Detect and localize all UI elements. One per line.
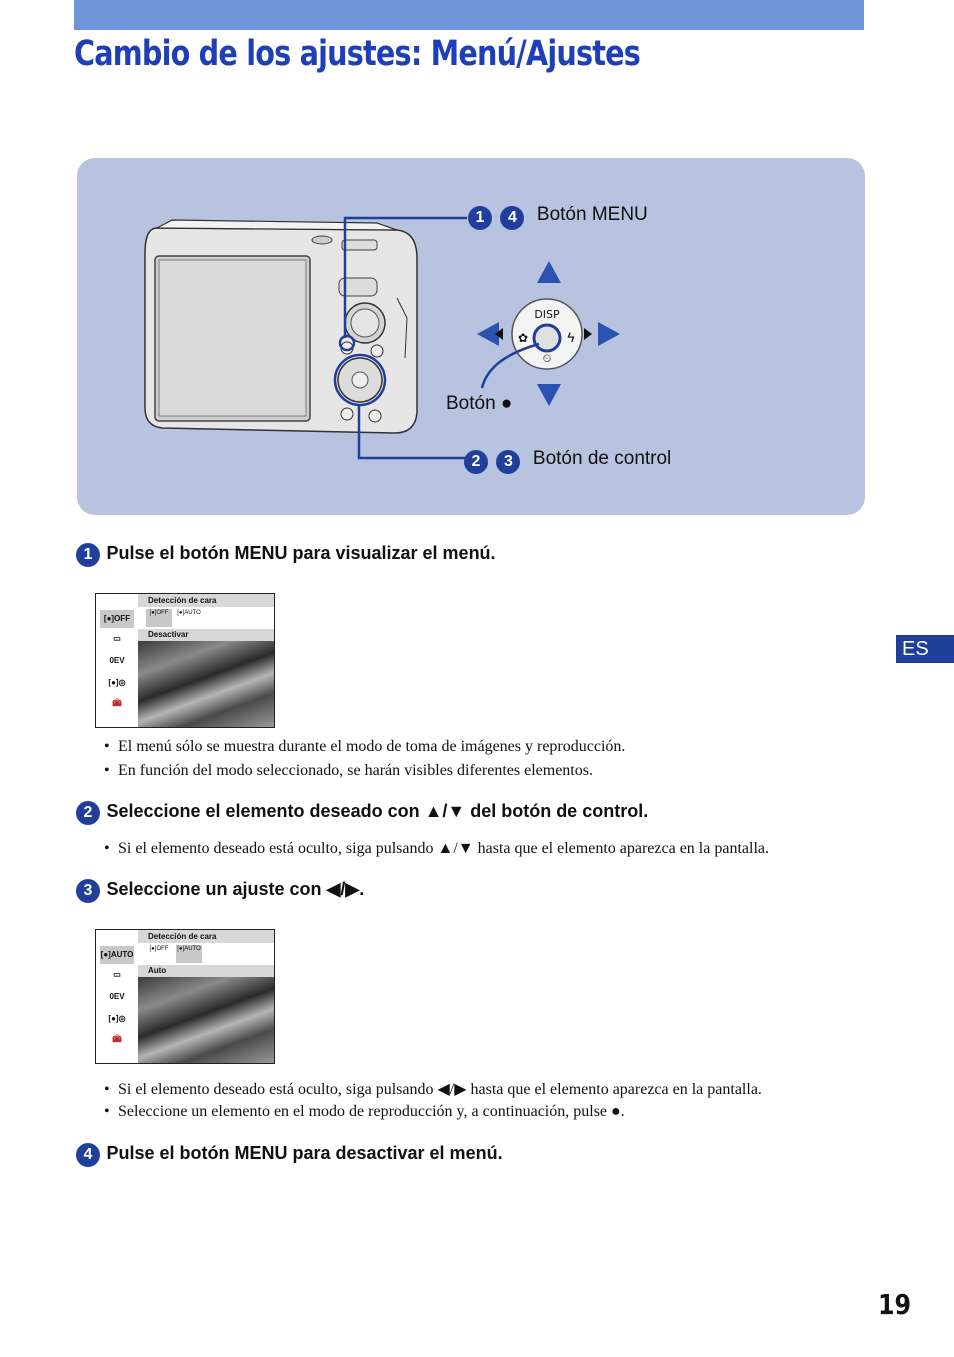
step-heading-text: Seleccione el elemento deseado con ▲/▼ d… <box>106 801 649 821</box>
bullet: •Si el elemento deseado está oculto, sig… <box>104 840 769 857</box>
step-2-heading: 2 Seleccione el elemento deseado con ▲/▼… <box>76 801 648 825</box>
menu-options: [●]OFF [●]AUTO <box>138 607 274 629</box>
menu-value: Desactivar <box>138 629 274 641</box>
step-1-heading: 1 Pulse el botón MENU para visualizar el… <box>76 543 496 567</box>
option-auto: [●]AUTO <box>176 945 202 963</box>
step-heading-text: Seleccione un ajuste con ◀/▶. <box>106 879 365 899</box>
face-detection-icon: [●]OFF <box>100 610 134 628</box>
face-detection-icon: [●]AUTO <box>100 946 134 964</box>
callout-control: 2 3 Botón de control <box>464 448 671 474</box>
step-badge: 1 <box>76 543 100 567</box>
image-size-icon: ▭ <box>113 970 121 979</box>
option-auto: [●]AUTO <box>177 610 201 616</box>
callout-menu: 1 4 Botón MENU <box>468 204 648 230</box>
menu-screen-3: [●]AUTO ▭ 0EV [●]◎ 🧰 Detección de cara [… <box>95 929 275 1064</box>
step-badge: 3 <box>76 879 100 903</box>
control-button-label: Botón de control <box>532 448 672 469</box>
svg-text:⏲: ⏲ <box>543 353 552 365</box>
exposure-icon: 0EV <box>109 656 125 665</box>
menu-value: Auto <box>138 965 274 977</box>
language-tab: ES <box>896 635 954 663</box>
toolbox-icon: 🧰 <box>112 1034 122 1043</box>
bullet: •Seleccione un elemento en el modo de re… <box>104 1103 625 1120</box>
image-size-icon: ▭ <box>113 634 121 643</box>
page-title: Cambio de los ajustes: Menú/Ajustes <box>74 34 641 74</box>
option-off: [●]OFF <box>149 946 169 952</box>
menu-side-icons: [●]AUTO ▭ 0EV [●]◎ 🧰 <box>96 930 139 1063</box>
camera-body <box>144 219 418 434</box>
step-3-heading: 3 Seleccione un ajuste con ◀/▶. <box>76 879 364 903</box>
step-badge: 1 <box>468 206 492 230</box>
step-heading-text: Pulse el botón MENU para visualizar el m… <box>106 543 496 563</box>
step-badge: 3 <box>496 450 521 474</box>
step-badge: 4 <box>500 206 525 230</box>
preview-photo <box>138 977 274 1063</box>
menu-side-icons: [●]OFF ▭ 0EV [●]◎ 🧰 <box>96 594 139 727</box>
svg-text:✿: ✿ <box>518 331 528 345</box>
svg-text:DISP: DISP <box>534 308 560 321</box>
bullet: •En función del modo seleccionado, se ha… <box>104 762 593 779</box>
header-accent-bar <box>74 0 864 30</box>
red-eye-icon: [●]◎ <box>108 678 126 687</box>
center-button-label: Botón ● <box>446 393 513 414</box>
bullet: •Si el elemento deseado está oculto, sig… <box>104 1081 762 1098</box>
preview-photo <box>138 641 274 727</box>
menu-options: [●]OFF [●]AUTO <box>138 943 274 965</box>
step-badge: 2 <box>464 450 488 474</box>
option-off: [●]OFF <box>146 609 172 627</box>
red-eye-icon: [●]◎ <box>108 1014 126 1023</box>
step-badge: 4 <box>76 1143 100 1167</box>
menu-screen-1: [●]OFF ▭ 0EV [●]◎ 🧰 Detección de cara [●… <box>95 593 275 728</box>
camera-illustration: DISP ✿ ϟ ⏲ <box>144 216 620 460</box>
toolbox-icon: 🧰 <box>112 698 122 707</box>
menu-item-title: Detección de cara <box>138 594 274 607</box>
svg-text:ϟ: ϟ <box>567 329 575 345</box>
step-heading-text: Pulse el botón MENU para desactivar el m… <box>106 1143 503 1163</box>
control-pad: DISP ✿ ϟ ⏲ <box>477 261 620 406</box>
page-number: 19 <box>878 1288 912 1321</box>
exposure-icon: 0EV <box>109 992 125 1001</box>
step-badge: 2 <box>76 801 100 825</box>
bullet: •El menú sólo se muestra durante el modo… <box>104 738 626 755</box>
step-4-heading: 4 Pulse el botón MENU para desactivar el… <box>76 1143 503 1167</box>
menu-button-label: Botón MENU <box>536 204 648 225</box>
menu-item-title: Detección de cara <box>138 930 274 943</box>
